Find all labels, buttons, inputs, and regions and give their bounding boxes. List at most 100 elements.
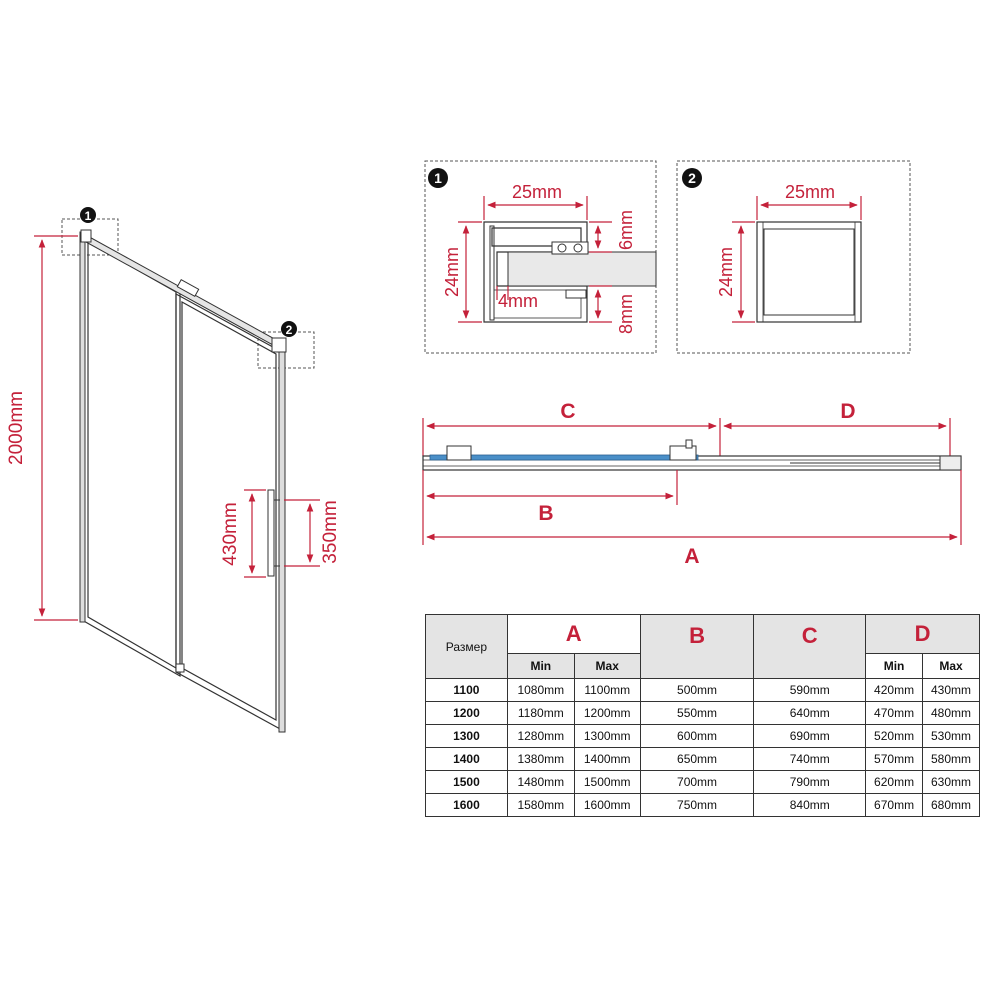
cell-d-max: 680mm [922,793,980,817]
track-top-view: C D B A [422,400,962,568]
callout-badge-1-label: 1 [85,209,92,223]
fixed-panel [81,234,181,678]
size-header: Размер [425,614,508,679]
cell-a-min: 1380mm [506,747,575,771]
cell-d-min: 620mm [865,770,924,794]
door-drawing: 1 2 2000mm 430mm 350mm [6,207,341,733]
handle-inner-dimension [284,499,320,567]
handle-total-label: 430mm [220,502,241,565]
cell-size: 1100 [425,678,508,702]
track-stopper-left [446,445,472,461]
cell-size: 1400 [425,747,508,771]
header-d-min: Min [865,653,924,679]
height-dimension [34,235,78,621]
profile-detail-2: 2 25mm 24mm [676,160,911,354]
height-label: 2000mm [6,391,27,465]
corner-block-2 [271,337,287,353]
cell-c: 740mm [753,747,867,771]
profile-1-badge [428,168,448,188]
wall-profile-right [278,345,286,733]
cell-d-min: 520mm [865,724,924,748]
callout-badge-2 [281,321,297,337]
header-a-max: Max [573,653,641,679]
cell-a-max: 1100mm [573,678,641,702]
top-rail [83,233,283,351]
cell-d-min: 470mm [865,701,924,725]
profile-1-gap-label: 4mm [498,291,538,311]
cell-a-max: 1600mm [573,793,641,817]
profile-1-top-label: 6mm [616,210,636,250]
track-label-d: D [840,400,855,423]
callout-badge-2-label: 2 [286,323,293,337]
profile-2-shape [756,221,862,323]
table-row: 1400 1380mm 1400mm 650mm 740mm 570mm 580… [425,747,980,771]
wall-profile-left [79,231,86,623]
cell-d-min: 670mm [865,793,924,817]
cell-a-max: 1400mm [573,747,641,771]
table-row: 1500 1480mm 1500mm 700mm 790mm 620mm 630… [425,770,980,794]
cell-c: 690mm [753,724,867,748]
header-b: B [639,614,755,679]
profile-1-badge-label: 1 [434,170,442,186]
header-c: C [753,614,867,679]
cell-c: 590mm [753,678,867,702]
cell-size: 1200 [425,701,508,725]
cell-d-max: 630mm [922,770,980,794]
cell-b: 750mm [639,793,755,817]
profile-detail-1: 1 25mm 24mm 4mm [424,160,657,354]
cell-d-max: 430mm [922,678,980,702]
track-label-c: C [560,400,575,423]
cell-a-min: 1480mm [506,770,575,794]
cell-size: 1600 [425,793,508,817]
profile-2-frame [676,160,911,354]
roller [176,278,200,298]
cell-size: 1500 [425,770,508,794]
track-stopper-mid [669,445,697,461]
cell-b: 500mm [639,678,755,702]
cell-b: 600mm [639,724,755,748]
cell-d-min: 570mm [865,747,924,771]
bottom-guide [175,663,185,673]
handle-inner-label: 350mm [320,500,341,563]
profile-1-bottom-label: 8mm [616,294,636,334]
cell-d-max: 530mm [922,724,980,748]
cell-d-max: 480mm [922,701,980,725]
cell-b: 700mm [639,770,755,794]
size-table: Размер A B C D Min Max Min Max 1100 1080… [425,614,980,817]
profile-2-height-label: 24mm [716,247,736,297]
header-a: A [506,614,641,654]
cell-d-min: 420mm [865,678,924,702]
profile-1-glass [507,251,657,287]
cell-d-max: 580mm [922,747,980,771]
profile-2-badge-label: 2 [688,170,696,186]
cell-b: 650mm [639,747,755,771]
cell-c: 840mm [753,793,867,817]
cell-a-min: 1180mm [506,701,575,725]
cell-size: 1300 [425,724,508,748]
table-row: 1600 1580mm 1600mm 750mm 840mm 670mm 680… [425,793,980,817]
table-row: 1200 1180mm 1200mm 550mm 640mm 470mm 480… [425,701,980,725]
profile-1-height-label: 24mm [442,247,462,297]
header-d-max: Max [922,653,980,679]
track-label-a: A [684,545,699,568]
profile-2-badge [682,168,702,188]
cell-a-min: 1580mm [506,793,575,817]
cell-a-max: 1200mm [573,701,641,725]
header-d: D [865,614,980,654]
handle-total-dimension [244,489,266,578]
header-a-min: Min [506,653,575,679]
profile-1-width-label: 25mm [512,182,562,202]
table-row: 1300 1280mm 1300mm 600mm 690mm 520mm 530… [425,724,980,748]
corner-block-1 [80,229,92,243]
callout-badge-1 [80,207,96,223]
track-label-b: B [538,502,553,525]
cell-a-max: 1300mm [573,724,641,748]
cell-c: 790mm [753,770,867,794]
cell-a-min: 1080mm [506,678,575,702]
cell-c: 640mm [753,701,867,725]
track-glass-sliding [429,454,699,461]
cell-a-max: 1500mm [573,770,641,794]
table-row: 1100 1080mm 1100mm 500mm 590mm 420mm 430… [425,678,980,702]
handle-bar [267,489,275,577]
